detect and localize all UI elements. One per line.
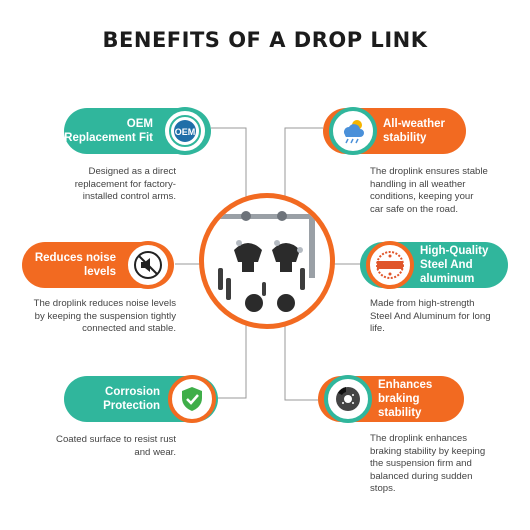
feature-braking-label-line3: stability xyxy=(378,407,422,419)
feature-braking-description: The droplink enhances braking stability … xyxy=(370,433,486,494)
feature-corrosion-label-line2: Protection xyxy=(103,400,160,412)
feature-noise-label-line2: levels xyxy=(84,266,116,278)
feature-weather-label-line1: All-weather xyxy=(383,118,445,130)
feature-oem-description: Designed as a direct replacement for fac… xyxy=(74,166,176,202)
page-title: BENEFITS OF A DROP LINK xyxy=(102,28,428,52)
weather-cloud-icon xyxy=(329,107,377,155)
oem-badge-text: OEM xyxy=(175,127,196,137)
feature-quality-label-line2: Steel And xyxy=(420,259,473,271)
feature-oem-label-line2: Replacement Fit xyxy=(64,132,153,144)
feature-oem-label-line1: OEM xyxy=(126,118,153,130)
feature-noise-label-line1: Reduces noise xyxy=(34,252,116,264)
quality-stamp-icon xyxy=(366,241,414,289)
feature-braking-label-line2: braking xyxy=(378,393,420,405)
brake-disc-icon xyxy=(324,375,372,423)
feature-braking-label-line1: Enhances xyxy=(378,379,433,391)
feature-corrosion-pill: Corrosion Protection xyxy=(64,375,218,423)
feature-quality-label-line1: High-Quality xyxy=(420,245,489,257)
feature-noise-pill: Reduces noise levels xyxy=(22,241,174,289)
feature-corrosion-label-line1: Corrosion xyxy=(105,386,160,398)
feature-weather-description: The droplink ensures stable handling in … xyxy=(370,166,488,215)
no-sound-icon xyxy=(124,241,172,289)
feature-braking-pill: Enhances braking stability xyxy=(318,375,464,423)
feature-quality-pill: High-Quality Steel And aluminum xyxy=(360,241,508,289)
feature-weather-pill: All-weather stability xyxy=(323,107,466,155)
oem-seal-icon: OEM xyxy=(161,107,209,155)
feature-quality-description: Made from high-strength Steel And Alumin… xyxy=(370,298,491,334)
feature-oem-pill: OEM Replacement Fit OEM xyxy=(64,107,211,155)
feature-weather-label-line2: stability xyxy=(383,132,427,144)
feature-noise-description: The droplink reduces noise levels by kee… xyxy=(33,298,176,334)
product-image xyxy=(199,193,335,329)
feature-quality-label-line3: aluminum xyxy=(420,273,475,285)
feature-corrosion-description: Coated surface to resist rust and wear. xyxy=(56,434,176,458)
drop-link-parts-illustration xyxy=(204,211,330,312)
shield-check-icon xyxy=(168,375,216,423)
